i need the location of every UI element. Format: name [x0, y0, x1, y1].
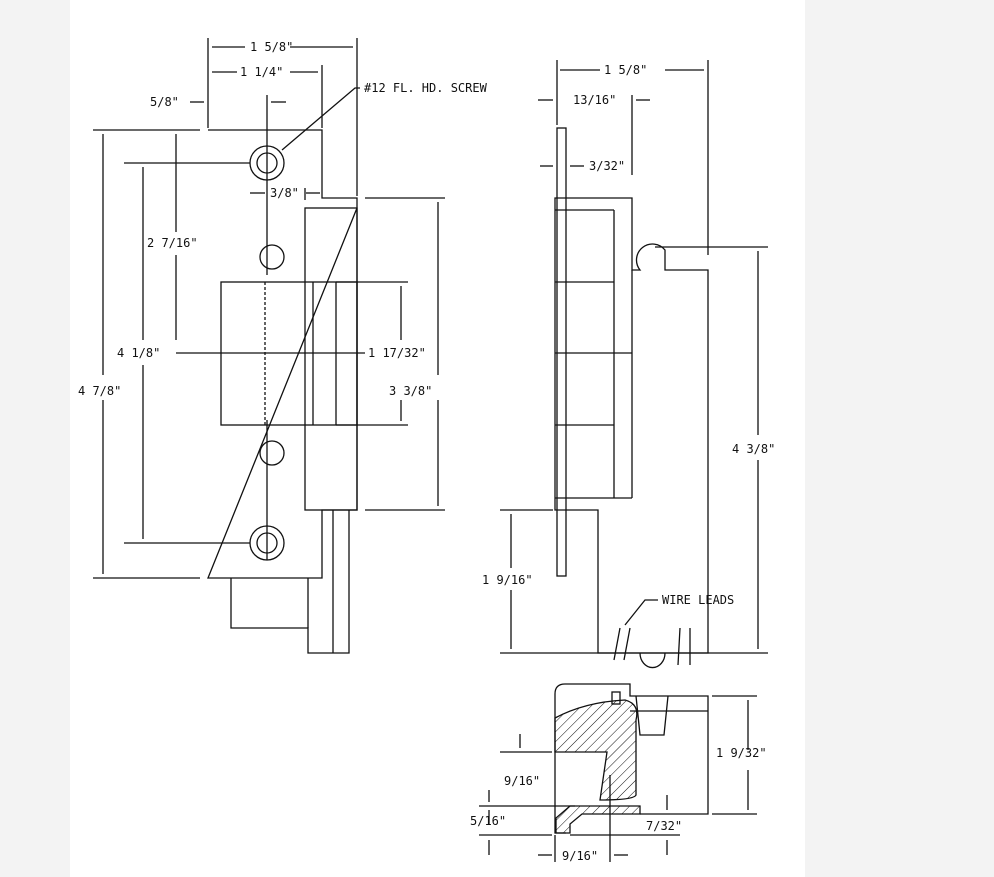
wire-leads-icon	[613, 627, 691, 666]
lip-section-hatch	[555, 805, 641, 834]
dim-total-width: 1 5/8"	[250, 40, 293, 54]
dim-screw-spacing-top: 2 7/16"	[147, 236, 198, 250]
side-dim-bottom-offset: 1 9/16"	[482, 573, 533, 587]
side-dim-body-height: 4 3/8"	[732, 442, 775, 456]
side-dim-plate-thickness: 3/32"	[589, 159, 625, 173]
section-view: 1 9/32" 9/16" 5/16" 7/32" 9/16"	[470, 683, 767, 863]
front-view: 1 5/8" 1 1/4" 5/8" #12 FL. HD. SCREW 3/8…	[78, 38, 488, 654]
section-dim-offset: 7/32"	[646, 819, 682, 833]
screw-callout: #12 FL. HD. SCREW	[364, 81, 488, 95]
wire-leads-label: WIRE LEADS	[662, 593, 734, 607]
dim-plate-height: 4 7/8"	[78, 384, 121, 398]
dim-screw-spacing: 4 1/8"	[117, 346, 160, 360]
section-dim-height: 1 9/32"	[716, 746, 767, 760]
latch-section-hatch	[554, 699, 638, 801]
mounting-screw-icon	[259, 244, 285, 466]
section-dim-keeper-depth: 9/16"	[504, 774, 540, 788]
side-view: 1 5/8" 13/16" 3/32" 4 3/8" 1 9/16" WIRE …	[482, 60, 775, 669]
faceplate-edge	[556, 127, 567, 577]
side-dim-depth: 13/16"	[573, 93, 616, 107]
dim-keeper-offset: 3/8"	[270, 186, 299, 200]
dim-keeper-center: 1 17/32"	[368, 346, 426, 360]
section-dim-lip: 5/16"	[470, 814, 506, 828]
dim-keeper-height: 3 3/8"	[389, 384, 432, 398]
section-dim-width: 9/16"	[562, 849, 598, 863]
dim-plate-width: 1 1/4"	[240, 65, 283, 79]
side-dim-total-width: 1 5/8"	[604, 63, 647, 77]
dim-screw-offset: 5/8"	[150, 95, 179, 109]
